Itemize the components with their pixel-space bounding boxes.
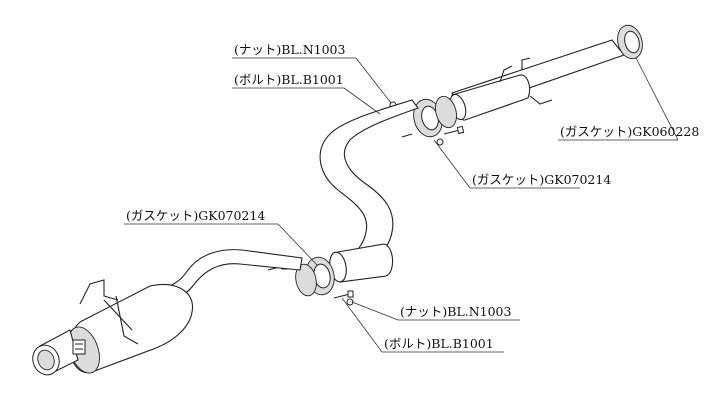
- bolt-lower-2: [333, 290, 354, 299]
- front-pipe-section: [449, 24, 643, 121]
- flange-joint-lower: [267, 256, 354, 306]
- callout-labels: (ナット)BL.N1003 (ボルト)BL.B1001 (ガスケット)GK060…: [126, 42, 699, 351]
- nut-upper-2: [436, 138, 444, 146]
- callout-gasket-mid-lower: (ガスケット)GK070214: [126, 208, 265, 223]
- flange-rear: [617, 24, 643, 60]
- tail-pipe: [32, 329, 79, 376]
- rear-pipe-section: [32, 249, 303, 376]
- callout-gasket-mid-upper: (ガスケット)GK070214: [472, 172, 611, 187]
- bolt-upper-2: [443, 125, 465, 135]
- callout-bolt-top: (ボルト)BL.B1001: [234, 72, 344, 87]
- callout-gasket-rear: (ガスケット)GK060228: [560, 124, 699, 139]
- main-muffler: [32, 279, 194, 376]
- brand-emblem-icon: [72, 339, 86, 355]
- callout-nut-top: (ナット)BL.N1003: [234, 42, 346, 57]
- flange-joint-upper: [365, 95, 465, 146]
- callout-nut-bottom: (ナット)BL.N1003: [400, 304, 512, 319]
- center-pipe-section: [319, 99, 419, 283]
- leader-lines: [124, 57, 679, 353]
- callout-bolt-bottom: (ボルト)BL.B1001: [384, 336, 494, 351]
